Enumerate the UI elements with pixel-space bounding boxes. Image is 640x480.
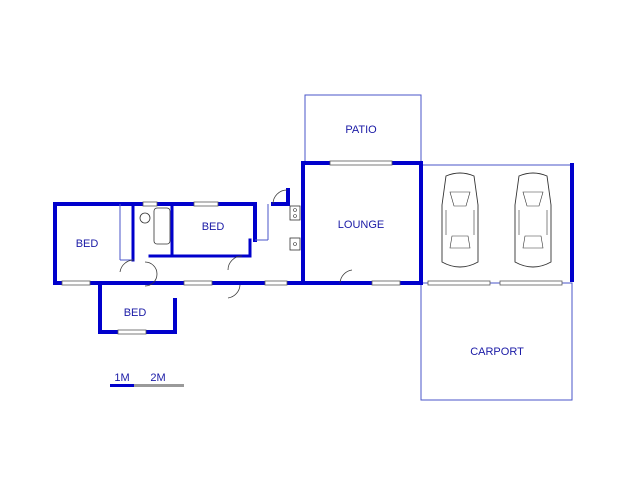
carport-outline — [420, 282, 573, 401]
room-label-bed-bottom: BED — [124, 307, 147, 319]
car-left — [441, 172, 479, 268]
scale-label-1m: 1M — [114, 372, 129, 384]
room-label-bed-middle: BED — [202, 221, 225, 233]
room-label-lounge: LOUNGE — [338, 219, 384, 231]
scale-label-2m: 2M — [150, 372, 165, 384]
bath-fixtures — [139, 205, 301, 251]
room-label-carport: CARPORT — [470, 346, 524, 358]
scale-bar: 1M 2M — [110, 372, 184, 387]
doors — [119, 189, 353, 299]
interior-walls — [119, 202, 269, 262]
room-label-patio: PATIO — [345, 124, 377, 136]
car-right — [514, 172, 552, 268]
windows — [61, 160, 563, 335]
room-label-bed-left: BED — [76, 238, 99, 250]
